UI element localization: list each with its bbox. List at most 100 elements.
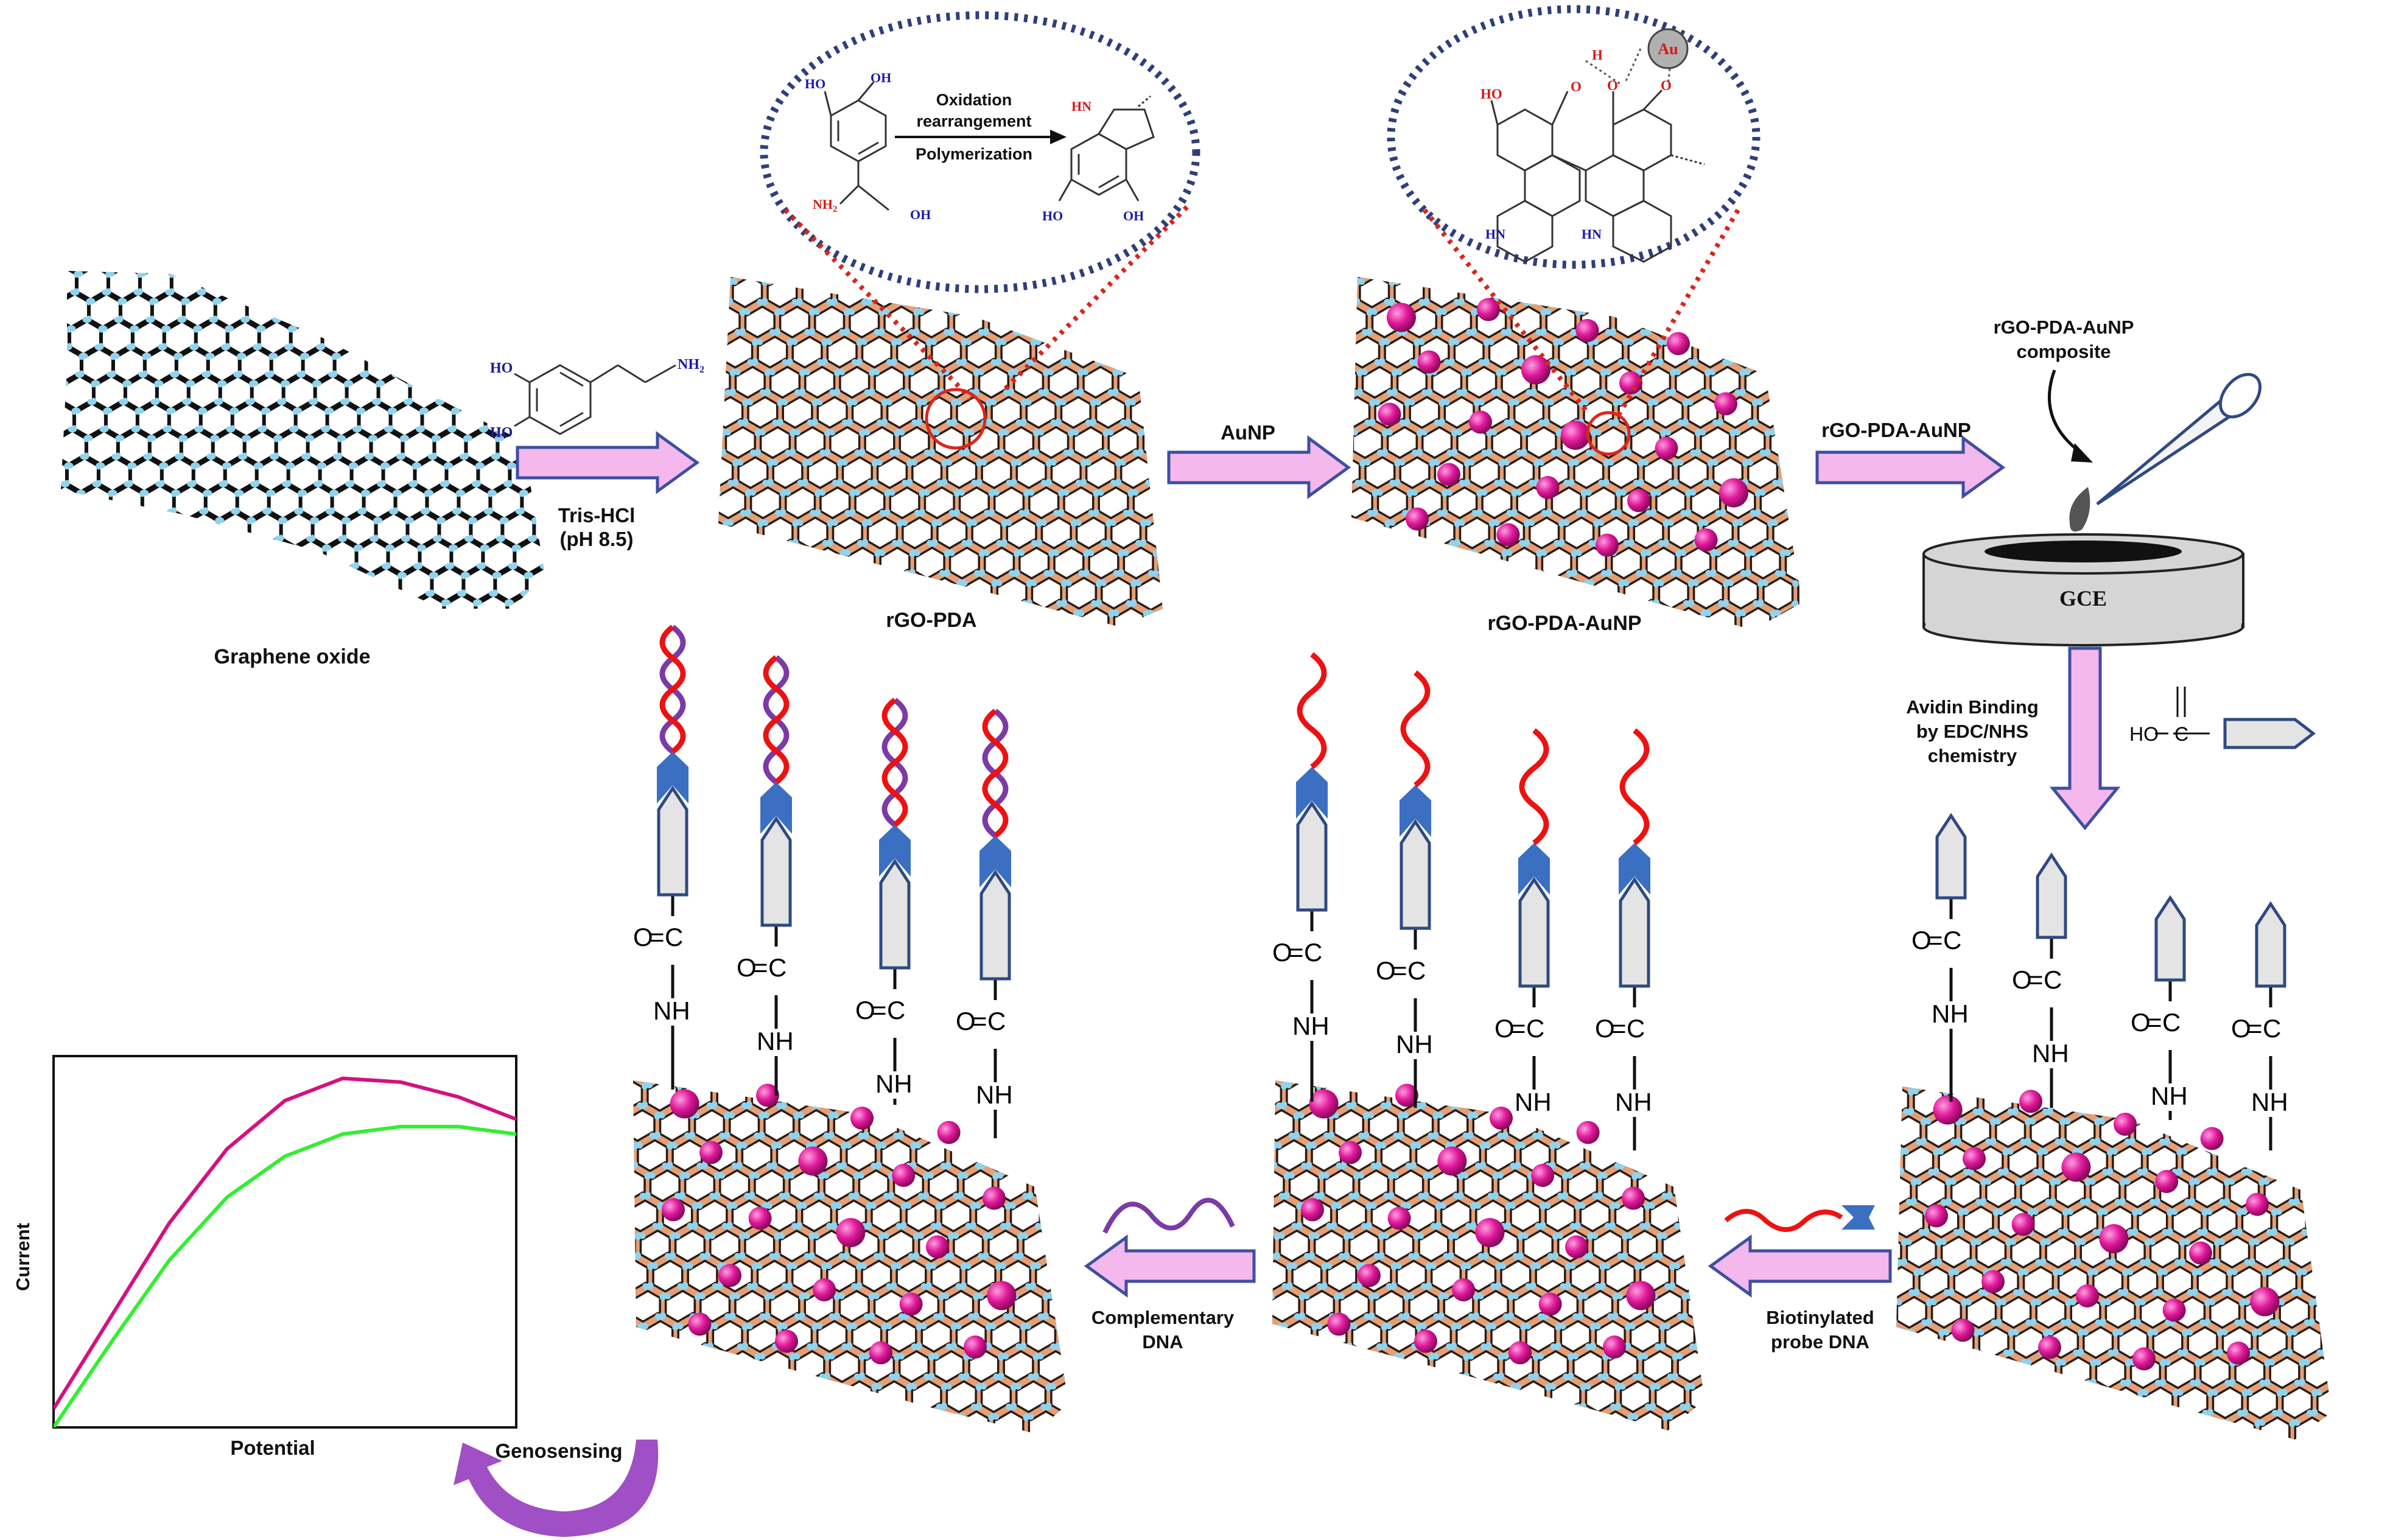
aunp-particle	[2011, 1213, 2035, 1236]
linker-double-bond: =	[1392, 956, 1407, 985]
genosensing-label: Genosensing	[495, 1440, 622, 1462]
zoom2-o-1: O	[1571, 79, 1582, 94]
aunp-particle	[850, 1107, 874, 1130]
aunp-particle	[1619, 371, 1642, 394]
arrow-rgo-pda-aunp	[1815, 435, 2006, 499]
rgo-pda-aunp-label: rGO-PDA-AuNP	[1487, 612, 1641, 635]
linker-amide-nh: NH	[2151, 1082, 2188, 1110]
linker-amide-nh: NH	[875, 1069, 913, 1098]
probe-biotin-icon	[1841, 1205, 1875, 1230]
aunp-particle	[1406, 507, 1429, 531]
arrow-complementary-dna	[1084, 1234, 1256, 1298]
genosensing-arrow	[454, 1440, 659, 1537]
linker-double-bond: =	[1928, 926, 1943, 954]
dopamine-nh2: NH2	[678, 357, 704, 375]
zoom2-h: H	[1592, 47, 1603, 63]
aunp-particle	[1622, 1186, 1645, 1210]
aunp-particle	[2200, 1127, 2224, 1150]
linker-oxygen: O	[956, 1007, 976, 1035]
aunp-particle	[688, 1312, 712, 1336]
zoom2-hn-2: HN	[1582, 226, 1602, 242]
reaction-polymerization: Polymerization	[916, 145, 1032, 163]
zoom2-hn-1: HN	[1485, 226, 1505, 242]
aunp-particle	[699, 1141, 723, 1164]
gold-atom	[1647, 28, 1689, 69]
linker-amide-nh: NH	[2251, 1088, 2288, 1116]
comp-label-1: Complementary	[1091, 1307, 1235, 1328]
aunp-particle	[1452, 1278, 1475, 1301]
aunp-particle	[926, 1235, 949, 1259]
linker-carbon: C	[887, 996, 905, 1024]
aunp-particle	[2019, 1090, 2042, 1113]
aunp-step-label: AuNP	[1221, 421, 1275, 444]
linker-amide-nh: NH	[1932, 999, 1969, 1028]
aunp-particle	[2114, 1113, 2137, 1136]
aunp-particle	[1925, 1204, 1948, 1228]
linker-carbon: C	[1526, 1014, 1544, 1043]
composite-pointer-head	[2071, 443, 2093, 463]
aunp-particle	[1963, 1147, 1986, 1171]
dna-strand	[1519, 728, 1549, 845]
aunp-particle	[1655, 436, 1678, 460]
aunp-particle	[1469, 410, 1492, 434]
linker-oxygen: O	[737, 953, 757, 982]
aunp-particle	[670, 1089, 699, 1119]
zoom-nh2: NH2	[813, 197, 838, 214]
linker-oxygen: O	[1595, 1014, 1615, 1043]
gold-nanoparticles	[662, 298, 2280, 1371]
reagent-c: C	[2174, 723, 2188, 745]
avidin-label-1: Avidin Binding	[1906, 696, 2039, 718]
aunp-particle	[869, 1341, 892, 1365]
linker-carbon: C	[2263, 1014, 2281, 1043]
avidin-block	[2154, 895, 2186, 982]
gold-atom-label: Au	[1658, 40, 1678, 58]
aunp-particle	[836, 1218, 866, 1247]
probe-dna-strand-icon	[1724, 1209, 1843, 1232]
electrode-complementary-sheet	[633, 1080, 1068, 1433]
linker-double-bond: =	[2248, 1014, 2263, 1043]
aunp-particle	[798, 1146, 828, 1176]
aunp-particle	[2061, 1152, 2091, 1182]
probe-strand	[881, 698, 908, 827]
avidin-label-2: by EDC/NHS	[1916, 721, 2028, 742]
avidin-block	[2036, 852, 2067, 939]
graphene-oxide-label: Graphene oxide	[214, 645, 371, 668]
plot-frame	[52, 1055, 517, 1429]
indole-oh: OH	[1123, 208, 1144, 223]
aunp-particle	[1719, 478, 1748, 508]
linker-double-bond: =	[1289, 938, 1304, 967]
aunp-particle	[1327, 1312, 1351, 1336]
avidin-label-3: chemistry	[1928, 745, 2017, 766]
aunp-particle	[964, 1335, 987, 1359]
linker-oxygen: O	[1911, 926, 1932, 954]
linker-carbon: C	[1407, 956, 1426, 985]
aunp-particle	[2132, 1347, 2156, 1371]
linker-carbon: C	[1943, 926, 1961, 954]
electrode-probe-sheet	[1272, 1080, 1705, 1430]
aunp-particle	[1536, 476, 1560, 499]
linker-amide-nh: NH	[1515, 1088, 1552, 1116]
zoom-oh-1: OH	[871, 70, 891, 85]
voltammogram-plot	[52, 1055, 517, 1429]
graphene-oxide-sheet	[61, 271, 545, 609]
zoom-ho-1: HO	[805, 76, 825, 91]
composite-label-1: rGO-PDA-AuNP	[1994, 317, 2134, 338]
gold-binding-structure	[1490, 48, 1705, 263]
linker-carbon: C	[2044, 965, 2062, 994]
aunp-particle	[1309, 1089, 1339, 1119]
dopamine-ho-bottom: HO	[490, 425, 513, 441]
reaction-arrow-head	[1050, 130, 1067, 144]
complementary-dna-icon	[1102, 1197, 1235, 1234]
aunp-particle	[2189, 1241, 2212, 1265]
linker-carbon: C	[1304, 938, 1322, 967]
aunp-particle	[1339, 1141, 1362, 1164]
aunp-particle	[1933, 1095, 1963, 1125]
arrow-biotinylated-probe	[1708, 1234, 1892, 1298]
aunp-particle	[2099, 1224, 2129, 1253]
tris-label-2: (pH 8.5)	[559, 528, 633, 550]
linker-oxygen: O	[2012, 965, 2032, 994]
avidin-block	[979, 869, 1011, 981]
aunp-particle	[1561, 421, 1590, 450]
composite-label-2: composite	[2016, 341, 2111, 362]
avidin-block	[1296, 800, 1328, 912]
